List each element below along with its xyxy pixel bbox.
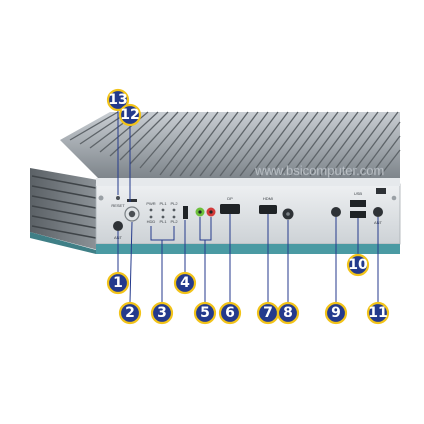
- power-icon: [128, 210, 136, 218]
- callout-8: 8: [276, 301, 300, 325]
- usb-label: USB: [354, 191, 363, 196]
- leader-lines: [117, 110, 379, 303]
- pl1-label-top: PL1: [159, 201, 167, 206]
- callout-2: 2: [118, 301, 142, 325]
- antenna-right-connector: [373, 207, 383, 217]
- pl1-led: [161, 208, 165, 212]
- side-fins: [30, 168, 98, 250]
- callout-badges: 13 12 1 2 3 4 5 6: [106, 88, 390, 325]
- svg-text:7: 7: [263, 305, 273, 321]
- heatsink-fins: [60, 111, 401, 178]
- port-details: RESET ANT PWR HDD PL1 PL2 PL1 PL2 DP: [98, 188, 397, 240]
- hdd-label: HDD: [147, 219, 156, 224]
- displayport-port: [220, 204, 240, 214]
- front-panel: [30, 178, 401, 254]
- pwr-led: [149, 208, 153, 212]
- pl1-label-bottom: PL1: [159, 219, 167, 224]
- svg-text:2: 2: [125, 305, 135, 321]
- callout-13: 13: [106, 88, 130, 112]
- pl2-label-top: PL2: [170, 201, 178, 206]
- antenna-mid-connector: [331, 207, 341, 217]
- pl2-led: [172, 208, 176, 212]
- antenna-left-connector: [113, 221, 123, 231]
- screw-icon-right: [391, 195, 397, 201]
- svg-text:6: 6: [225, 305, 235, 321]
- svg-text:9: 9: [331, 305, 341, 321]
- usb-port-bottom: [350, 211, 366, 218]
- callout-7: 7: [256, 301, 280, 325]
- reset-label: RESET: [111, 203, 125, 208]
- usb-port-top: [350, 200, 366, 207]
- svg-text:4: 4: [180, 275, 190, 291]
- pwr-label: PWR: [146, 201, 155, 206]
- svg-text:13: 13: [108, 92, 127, 108]
- callout-6: 6: [218, 301, 242, 325]
- hdmi-port: [259, 205, 277, 214]
- svg-text:10: 10: [348, 257, 368, 273]
- hdd-led: [149, 215, 153, 219]
- callout-1: 1: [106, 271, 130, 295]
- pl2-label-bottom: PL2: [170, 219, 178, 224]
- callout-9: 9: [324, 301, 348, 325]
- pl2-led-2: [172, 215, 176, 219]
- callout-4: 4: [173, 271, 197, 295]
- usb-c-port: [127, 199, 137, 202]
- pl1-led-2: [161, 215, 165, 219]
- dp-label: DP: [227, 196, 233, 201]
- callout-3: 3: [150, 301, 174, 325]
- svg-text:5: 5: [200, 305, 210, 321]
- screw-icon: [98, 195, 104, 201]
- svg-text:3: 3: [157, 305, 167, 321]
- svg-text:1: 1: [113, 275, 123, 291]
- callout-5: 5: [193, 301, 217, 325]
- hdmi-label: HDMI: [263, 196, 273, 201]
- svg-text:8: 8: [283, 305, 293, 321]
- watermark-text: www.bsicomputer.com: [254, 163, 384, 178]
- callout-12: 12: [118, 103, 142, 127]
- switch-slot: [183, 206, 188, 219]
- svg-text:11: 11: [368, 305, 387, 321]
- brand-logo: [376, 188, 386, 194]
- callout-11: 11: [366, 301, 390, 325]
- reset-button: [116, 196, 120, 200]
- svg-text:12: 12: [120, 107, 139, 123]
- callout-10: 10: [346, 253, 370, 277]
